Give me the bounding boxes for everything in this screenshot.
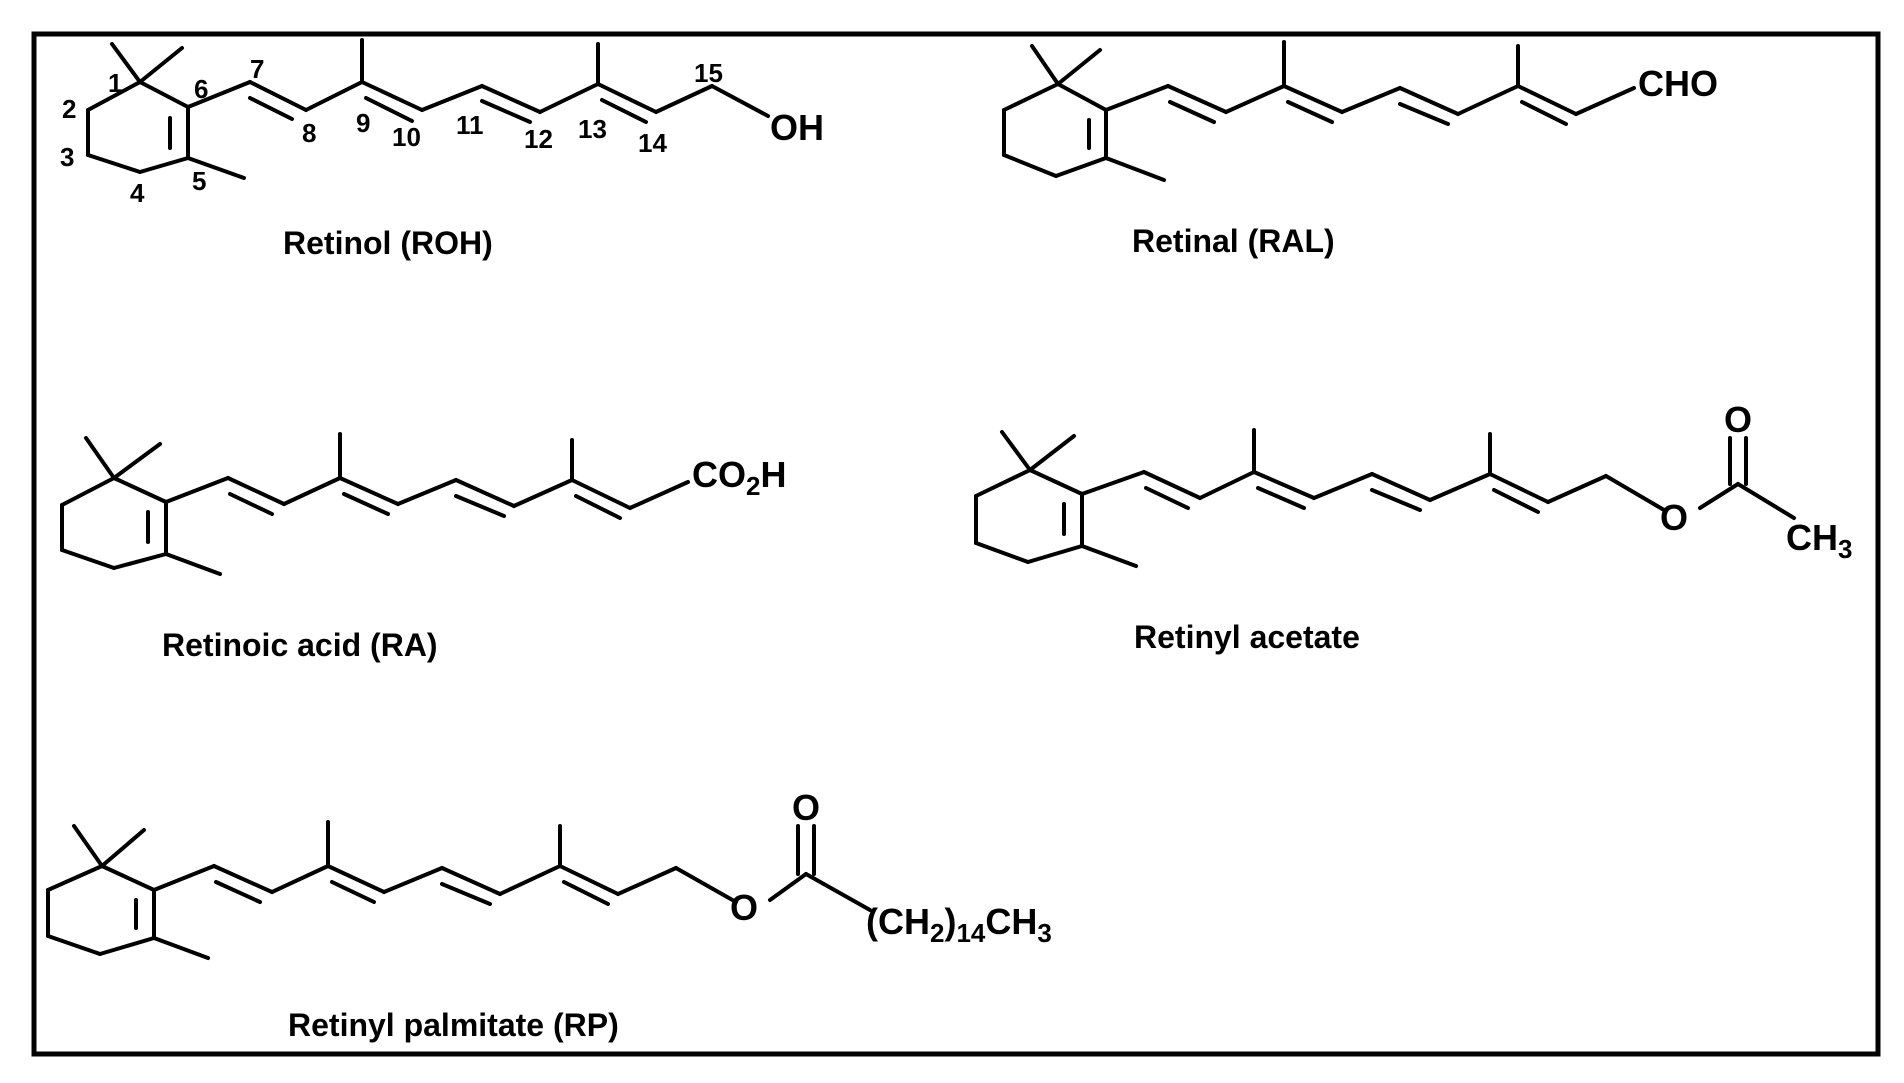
retinol-structure: OH 1 2 3 4 5 6 7 8 9 10 11 12 13 14 15 R…: [60, 38, 824, 261]
retinyl-palmitate-name-label: Retinyl palmitate (RP): [288, 1007, 619, 1043]
retinyl-acetate-polyene-chain: [1080, 428, 1796, 520]
retinal-structure: CHO Retinal (RAL): [1002, 40, 1718, 259]
retinyl-palmitate-structure: O O (CH2)14CH3 Retinyl palmitate (RP): [46, 787, 1052, 1043]
carbon-number-8: 8: [302, 118, 316, 148]
carbon-number-13: 13: [578, 114, 607, 144]
retinoic-acid-carboxyl-label: CO2H: [692, 454, 786, 501]
retinol-name-label: Retinol (ROH): [283, 225, 493, 261]
carbon-number-14: 14: [638, 128, 667, 158]
retinoic-acid-structure: CO2H Retinoic acid (RA): [60, 432, 786, 663]
retinal-aldehyde-label: CHO: [1638, 63, 1718, 104]
retinoic-acid-name-label: Retinoic acid (RA): [162, 627, 438, 663]
retinoic-acid-ring: [60, 436, 222, 576]
retinal-ring: [1002, 44, 1166, 182]
retinyl-acetate-ring: [974, 430, 1138, 568]
carbon-number-6: 6: [194, 74, 208, 104]
retinyl-acetate-methyl-label: CH3: [1786, 517, 1852, 564]
retinal-name-label: Retinal (RAL): [1132, 223, 1335, 259]
retinal-polyene-chain: [1104, 40, 1636, 126]
retinyl-palmitate-polyene-chain: [152, 820, 872, 912]
carbon-number-12: 12: [524, 124, 553, 154]
carbon-number-2: 2: [62, 94, 76, 124]
figure-frame: [31, 31, 1881, 1057]
carbon-number-4: 4: [130, 178, 145, 208]
retinyl-acetate-structure: O O CH3 Retinyl acetate: [974, 399, 1852, 655]
carbon-number-9: 9: [356, 108, 370, 138]
carbon-number-11: 11: [456, 110, 484, 140]
retinol-polyene-chain: [186, 38, 770, 124]
carbon-number-10: 10: [392, 122, 421, 152]
carbon-number-15: 15: [694, 58, 723, 88]
retinyl-acetate-name-label: Retinyl acetate: [1134, 619, 1360, 655]
retinyl-palmitate-ring: [46, 824, 210, 960]
retinyl-palmitate-ester-oxygen: O: [730, 887, 758, 928]
retinoic-acid-polyene-chain: [164, 432, 690, 520]
carbon-number-5: 5: [192, 166, 206, 196]
carbon-number-1: 1: [108, 68, 122, 98]
retinol-ring: [86, 42, 246, 180]
carbon-number-7: 7: [250, 54, 264, 84]
retinyl-palmitate-chain-label: (CH2)14CH3: [866, 901, 1052, 948]
retinol-hydroxyl-label: OH: [770, 107, 824, 148]
retinol-carbon-numbering: 1 2 3 4 5 6 7 8 9 10 11 12 13 14 15: [60, 54, 723, 208]
retinyl-acetate-ester-oxygen: O: [1660, 497, 1688, 538]
retinyl-palmitate-carbonyl-oxygen: O: [792, 787, 820, 828]
retinyl-acetate-carbonyl-oxygen: O: [1724, 399, 1752, 440]
carbon-number-3: 3: [60, 142, 74, 172]
